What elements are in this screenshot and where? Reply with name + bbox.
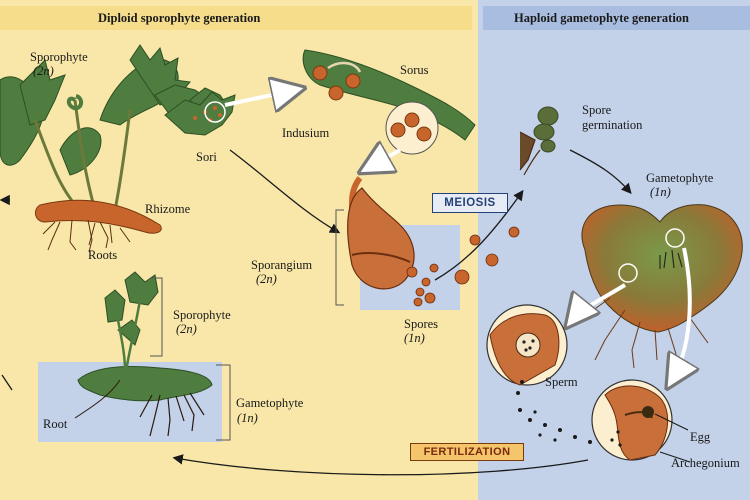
indusium-label: Indusium: [282, 126, 330, 140]
young-sporophyte-label: Sporophyte: [173, 308, 231, 322]
archegonia-cluster: [659, 249, 683, 269]
sperm-label: Sperm: [545, 375, 578, 389]
spore-rhizoid: [519, 131, 536, 171]
gametophyte-label: Gametophyte: [646, 171, 714, 185]
sporangium-ploidy-label: (2n): [256, 272, 277, 286]
sori-highlight: [204, 101, 226, 123]
spore-germination-label-1: Spore: [582, 103, 612, 117]
fiddlehead: [66, 94, 83, 111]
fertilization-arrow: [172, 454, 589, 476]
young-gametophyte-bracket: [216, 364, 231, 441]
gametophyte-prothallus: [581, 204, 743, 333]
spores-ploidy-label: (1n): [404, 331, 425, 345]
spore-germination-label-2: germination: [582, 118, 643, 132]
arrow-to-antheridium: [572, 283, 627, 320]
rhizome-label: Rhizome: [145, 202, 191, 216]
archegonium-tissue: [604, 385, 669, 461]
roots-label: Roots: [88, 248, 118, 262]
haploid-header-bar: [483, 6, 750, 30]
haploid-header: Haploid gametophyte generation: [514, 11, 689, 25]
young-root-pointer: [74, 379, 121, 419]
young-sporophyte-bracket: [150, 277, 163, 357]
sporangium-label: Sporangium: [251, 258, 313, 272]
meiosis-badge: MEIOSIS: [432, 193, 508, 213]
fertilization-badge: FERTILIZATION: [410, 443, 524, 461]
sori-label: Sori: [196, 150, 217, 164]
arrow-to-archegonium: [672, 247, 690, 380]
young-gametophyte-label: Gametophyte: [236, 396, 304, 410]
sperm-inside: [522, 339, 535, 352]
egg-label: Egg: [690, 430, 711, 444]
young-gametophyte-ploidy-label: (1n): [237, 411, 258, 425]
archegonium-pointer: [659, 451, 691, 463]
root-label: Root: [43, 417, 68, 431]
archegonium-label: Archegonium: [671, 456, 740, 470]
arrow-to-gametophyte: [569, 149, 632, 194]
annulus: [351, 252, 411, 263]
released-spores: [406, 226, 520, 307]
arrow-to-sporangium: [368, 150, 401, 168]
sporophyte-label: Sporophyte: [30, 50, 88, 64]
young-roots: [139, 392, 205, 437]
young-gametophyte-thallus: [77, 365, 213, 402]
spores-label: Spores: [404, 317, 439, 331]
arrow-left-cycle: [1, 374, 13, 391]
young-sporophyte: [104, 271, 159, 346]
arrow-sori-to-sporangium: [229, 149, 341, 234]
arrow-to-sorus: [224, 90, 295, 105]
gametophyte-ploidy-label: (1n): [650, 185, 671, 199]
egg-pointer: [654, 413, 689, 431]
sporangium-capsule: [347, 187, 415, 290]
sporangium-bracket: [335, 209, 344, 306]
meiosis-arrow: [434, 189, 524, 281]
young-sporophyte-ploidy-label: (2n): [176, 322, 197, 336]
sorus-sporangia: [312, 65, 361, 101]
sporophyte-ploidy-label: (2n): [33, 64, 54, 78]
diploid-header-bar: [0, 6, 472, 30]
rhizome-shape: [34, 199, 162, 234]
sorus-label: Sorus: [400, 63, 429, 77]
egg-cell: [642, 406, 654, 418]
indusium-flap: [327, 61, 362, 73]
diploid-header: Diploid sporophyte generation: [98, 11, 261, 25]
sorus-closeup-sporangia: [390, 112, 432, 142]
roots-shape: [42, 219, 131, 253]
germinating-spore: [533, 106, 559, 153]
